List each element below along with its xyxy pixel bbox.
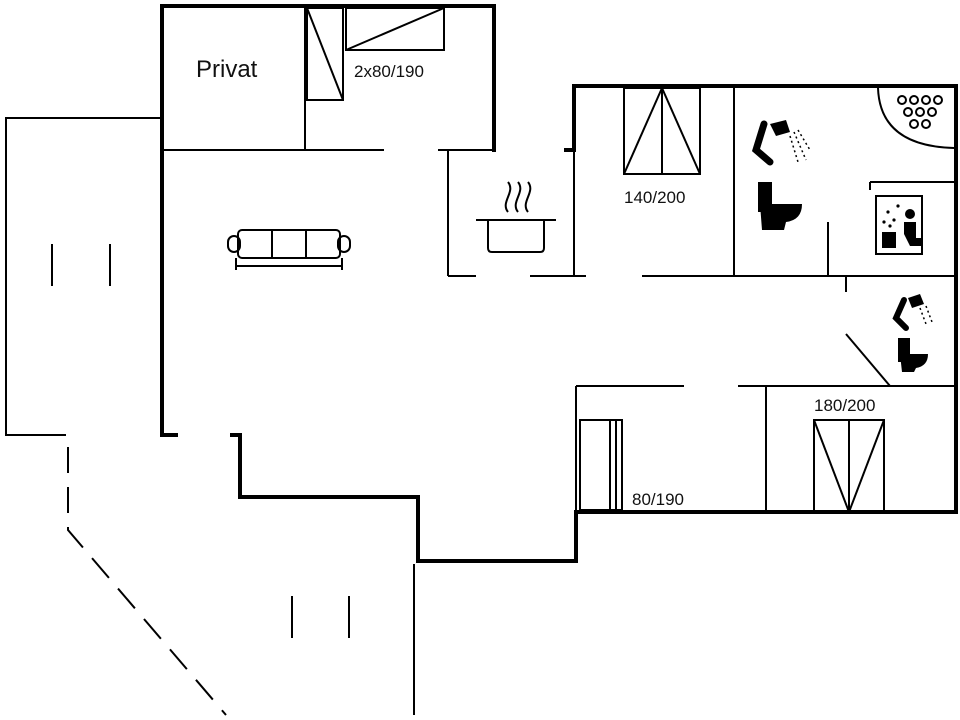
shower-icon — [751, 120, 811, 166]
toilet-icon — [758, 182, 802, 230]
bed-80 — [579, 419, 623, 511]
bed-size-single: 80/190 — [632, 490, 684, 509]
terrace-outline — [5, 117, 160, 436]
stair-loft — [306, 7, 445, 101]
sauna-icon — [875, 195, 923, 255]
bed-size-loft: 2x80/190 — [354, 62, 424, 81]
whirlpool-icon — [877, 87, 955, 149]
exterior-walls — [160, 4, 958, 563]
bed-180 — [813, 419, 885, 513]
room-label-private: Privat — [196, 56, 258, 83]
bed-140 — [623, 87, 701, 175]
bed-size-second: 180/200 — [814, 396, 876, 415]
toilet-icon — [898, 338, 928, 372]
interior-walls — [162, 6, 956, 512]
terrace-dashed-outline — [40, 434, 415, 716]
shower-icon — [892, 294, 933, 331]
bed-size-master: 140/200 — [624, 188, 686, 207]
sofa-icon — [227, 229, 351, 270]
cooking-pot-icon — [476, 181, 556, 253]
